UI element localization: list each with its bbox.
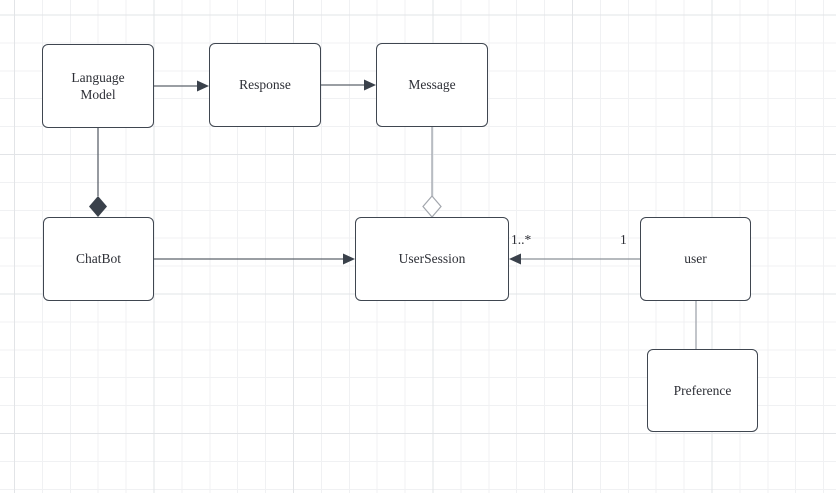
node-language-model[interactable]: Language Model (42, 44, 154, 128)
arrowhead-icon (509, 253, 521, 265)
node-label-chatbot: ChatBot (75, 251, 121, 267)
arrowhead-icon (197, 80, 209, 92)
node-response[interactable]: Response (209, 43, 321, 127)
node-message[interactable]: Message (376, 43, 488, 127)
multiplicity-label[interactable]: 1..* (511, 232, 532, 247)
arrowhead-icon (364, 79, 376, 91)
node-chatbot[interactable]: ChatBot (43, 217, 154, 301)
multiplicity-label[interactable]: 1 (620, 232, 627, 247)
node-user[interactable]: user (640, 217, 751, 301)
node-usersession[interactable]: UserSession (355, 217, 509, 301)
edge-language-model-chatbot[interactable] (89, 128, 107, 217)
edge-chatbot-usersession[interactable] (154, 253, 355, 265)
aggregation-diamond-icon (422, 195, 442, 218)
edge-message-usersession[interactable] (422, 127, 442, 218)
node-preference[interactable]: Preference (647, 349, 758, 432)
edge-user-usersession[interactable] (509, 253, 640, 265)
node-label-usersession: UserSession (398, 251, 466, 267)
node-label-preference: Preference (673, 382, 732, 398)
arrowhead-icon (343, 253, 355, 265)
node-label-message: Message (408, 77, 456, 93)
node-label-language-model: Language Model (71, 69, 125, 102)
composition-diamond-icon (89, 196, 107, 217)
node-label-response: Response (239, 77, 291, 93)
node-label-user: user (684, 251, 707, 267)
edge-language-model-response[interactable] (154, 80, 209, 92)
edge-response-message[interactable] (321, 79, 376, 91)
